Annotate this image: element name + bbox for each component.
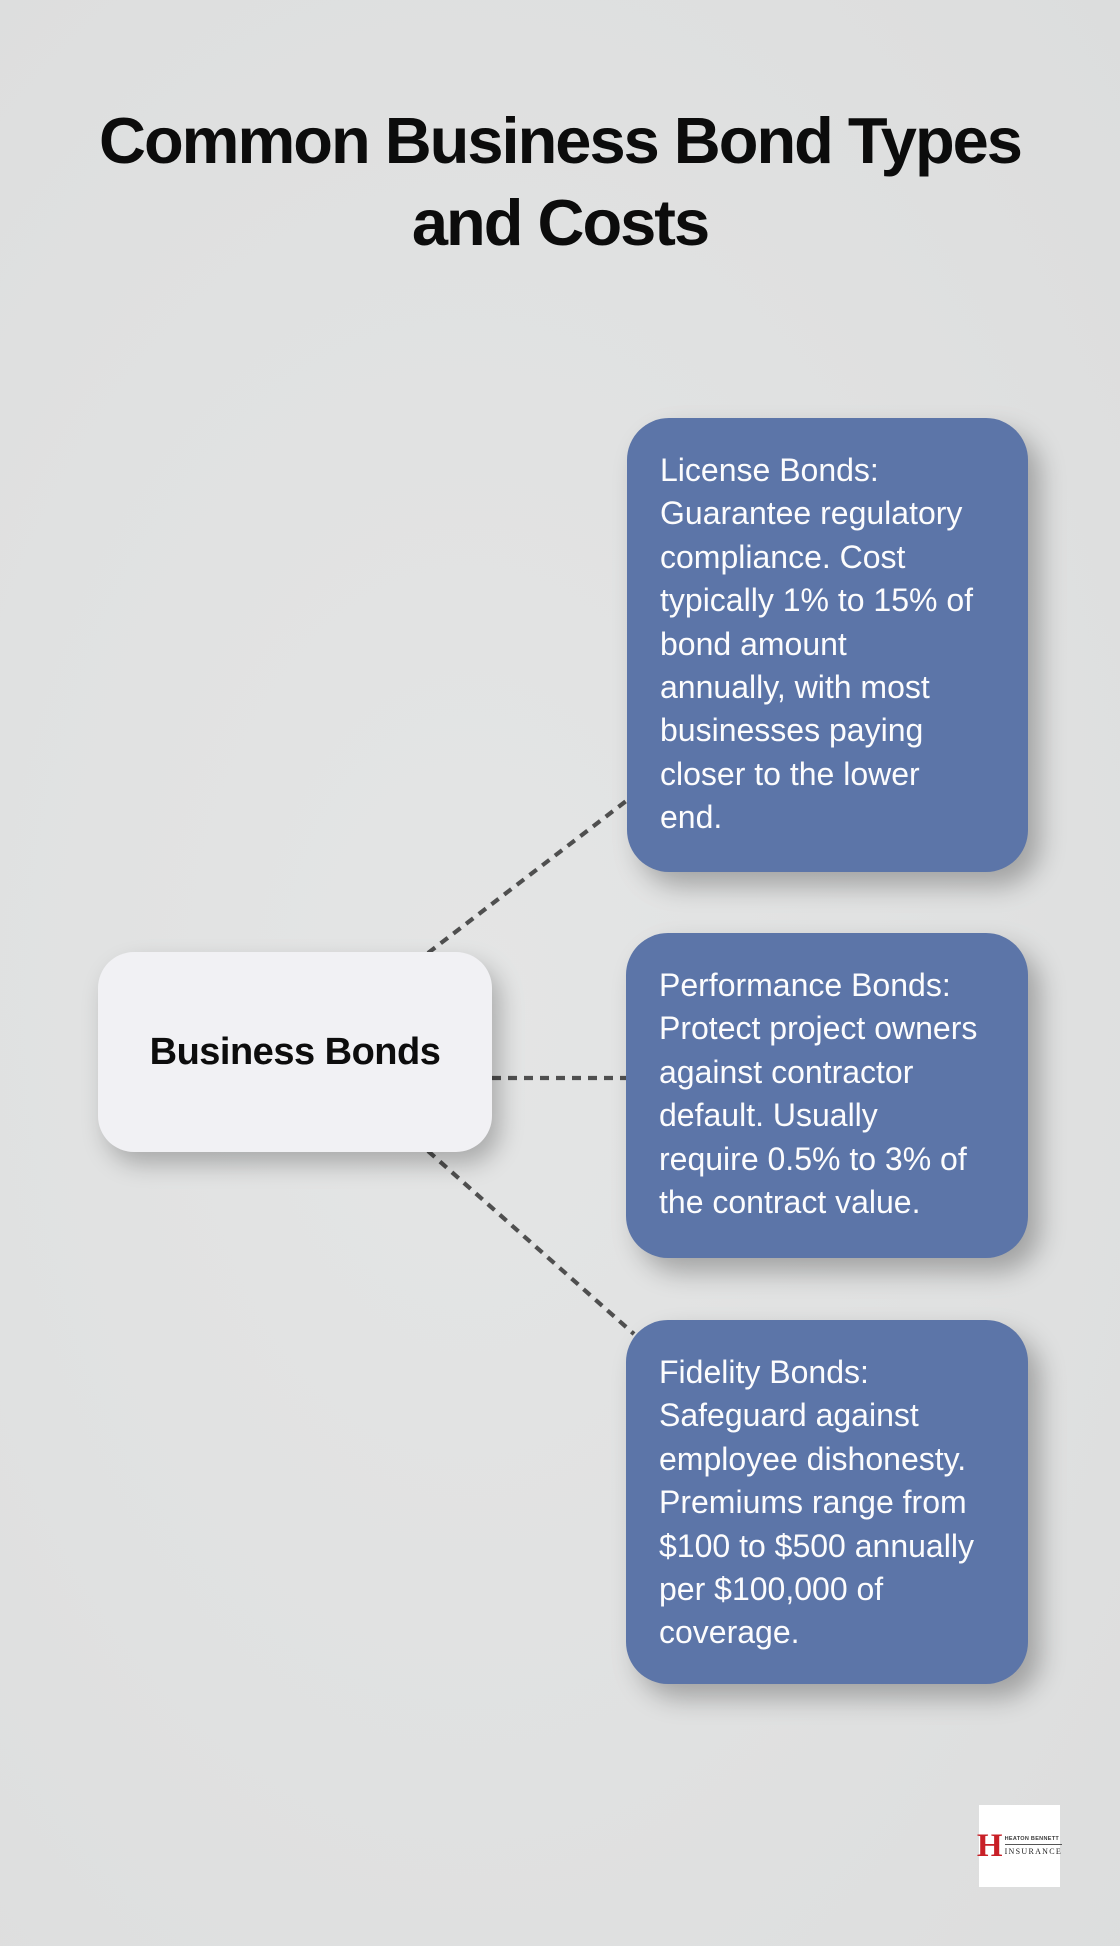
branch-text-line: Protect project owners bbox=[659, 1010, 978, 1047]
title-line-2: and Costs bbox=[411, 186, 710, 259]
branch-box-license-bonds: License Bonds: Guarantee regulatory comp… bbox=[627, 418, 1028, 872]
branch-box-performance-bonds: Performance Bonds: Protect project owner… bbox=[626, 933, 1028, 1258]
logo-name-line: HEATON BENNETT bbox=[1004, 1836, 1063, 1845]
branch-text-line: License Bonds: bbox=[660, 452, 879, 488]
brand-logo: H HEATON BENNETT INSURANCE bbox=[976, 1805, 1063, 1887]
branch-text-line: compliance. Cost bbox=[660, 538, 906, 575]
infographic-title: Common Business Bond Types and Costs bbox=[0, 100, 1120, 264]
logo-wordmark-line: INSURANCE bbox=[1004, 1847, 1063, 1856]
connector-license-line bbox=[426, 793, 636, 955]
branch-text-line: the contract value. bbox=[659, 1184, 921, 1221]
branch-text-line: businesses paying bbox=[660, 712, 924, 749]
logo-text-block: HEATON BENNETT INSURANCE bbox=[1004, 1836, 1063, 1856]
title-line-1: Common Business Bond Types bbox=[99, 104, 1023, 177]
branch-text-line: Guarantee regulatory bbox=[660, 495, 963, 532]
branch-text-line: per $100,000 of bbox=[659, 1571, 884, 1608]
branch-box-fidelity-bonds: Fidelity Bonds: Safeguard against employ… bbox=[626, 1320, 1028, 1684]
branch-text-line: $100 to $500 annually bbox=[659, 1527, 974, 1564]
branch-text-line: closer to the lower bbox=[660, 755, 920, 792]
branch-text-line: default. Usually bbox=[659, 1097, 878, 1134]
branch-text-line: employee dishonesty. bbox=[659, 1440, 967, 1477]
branch-text-line: Performance Bonds: bbox=[659, 967, 951, 1003]
branch-text-line: end. bbox=[660, 799, 723, 836]
branch-text-line: against contractor bbox=[659, 1053, 914, 1090]
branch-text-line: Fidelity Bonds: bbox=[659, 1354, 869, 1390]
branch-text-line: bond amount bbox=[660, 625, 847, 662]
root-node-label: Business Bonds bbox=[149, 1030, 441, 1073]
branch-text-line: require 0.5% to 3% of bbox=[659, 1140, 967, 1177]
branch-text-line: Safeguard against bbox=[659, 1397, 919, 1434]
root-node-business-bonds: Business Bonds bbox=[98, 952, 492, 1152]
connector-fidelity-line bbox=[426, 1149, 636, 1336]
branch-text-line: typically 1% to 15% of bbox=[660, 582, 974, 619]
branch-text-line: annually, with most bbox=[660, 669, 930, 706]
branch-text-line: coverage. bbox=[659, 1614, 800, 1651]
branch-text-line: Premiums range from bbox=[659, 1484, 967, 1521]
logo-monogram: H bbox=[976, 1827, 1003, 1864]
